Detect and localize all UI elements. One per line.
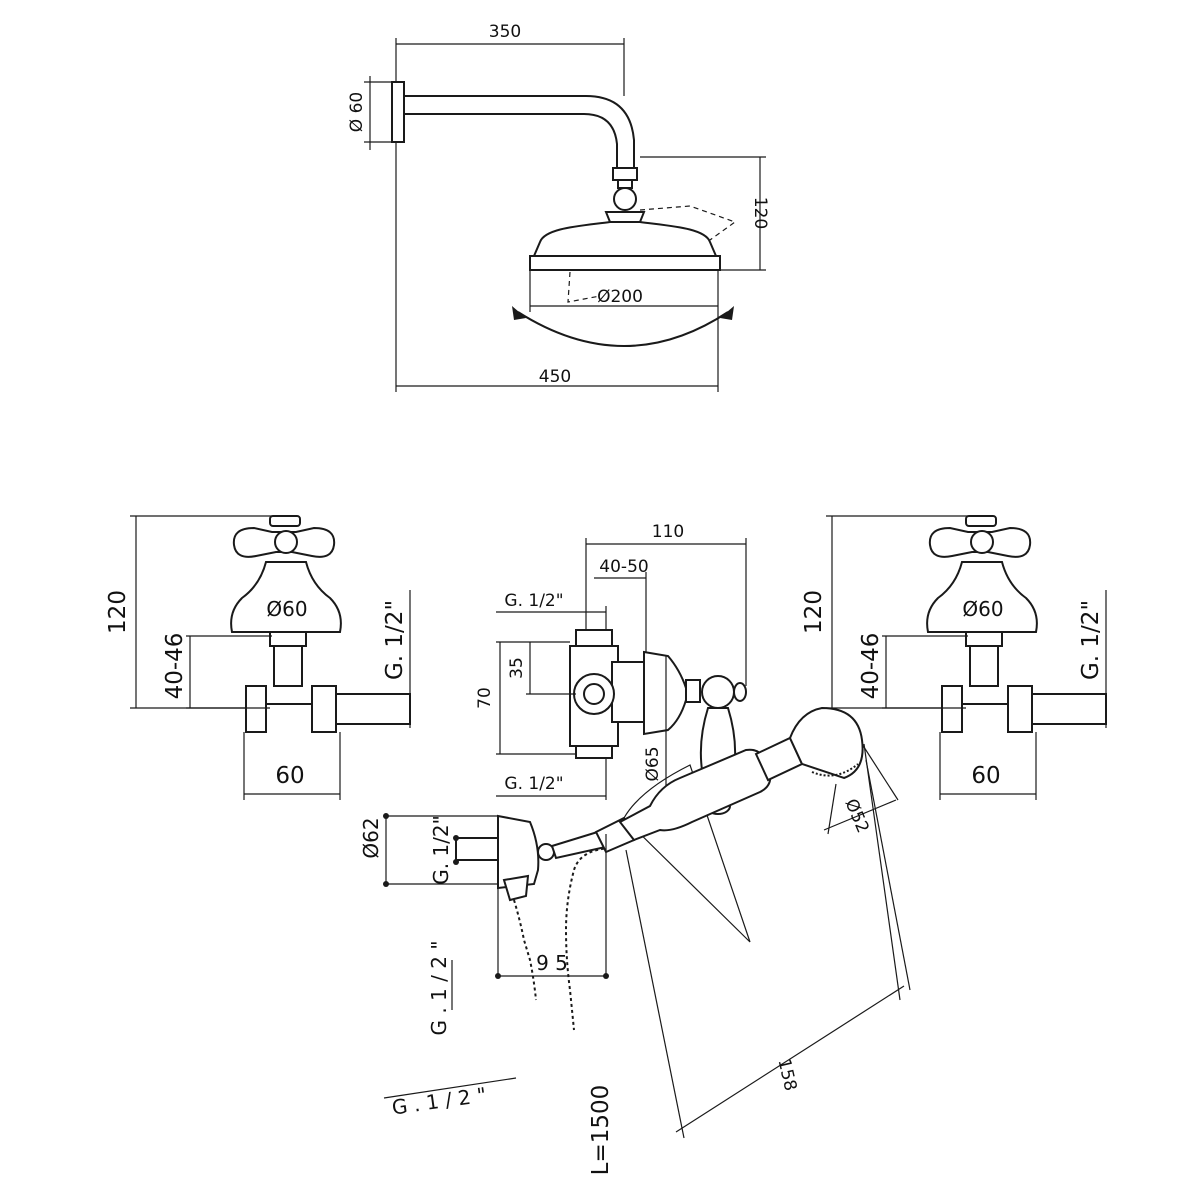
shower-head-bell (532, 221, 718, 257)
label-thread-bottom: G . 1 / 2 " (390, 1083, 487, 1120)
valve-stem (273, 645, 303, 687)
label-body-diameter: Ø60 (962, 597, 1003, 621)
label-wall-depth: 40-46 (858, 633, 884, 700)
ball-joint (613, 187, 637, 211)
label-thread: G. 1/2" (382, 600, 408, 680)
dim-dot-o62-bottom (383, 881, 389, 887)
pipe-fitting-right (1007, 685, 1033, 733)
label-flange-diameter: Ø 60 (347, 92, 367, 132)
tilt-outline-lower (567, 271, 601, 303)
valve-stem (969, 645, 999, 687)
bottom-outlet (575, 745, 613, 759)
arm-joint (612, 167, 638, 181)
bottom-hose-path (513, 899, 537, 1001)
label-thread-top: G . 1 / 2 " (427, 940, 451, 1035)
spindle (685, 679, 701, 703)
label-thread: G. 1/2" (1078, 600, 1104, 680)
handle-hub (970, 530, 994, 554)
top-outlet (575, 629, 613, 647)
pipe-thread (1031, 693, 1107, 725)
pipe-fitting-left (941, 685, 963, 733)
valve-right-diagram: Ø60 120 40-46 G. 1/2" 60 (801, 515, 1107, 800)
hand-shower-diagram: 9 5 G . 1 / 2 " Ø62 G. 1/2" G . 1 / 2 " … (359, 706, 911, 1176)
ext-line-o52-bottom (827, 783, 837, 835)
label-head-diameter: Ø52 (841, 796, 873, 836)
label-head-diameter: Ø200 (597, 287, 643, 307)
handle-cap (965, 515, 997, 527)
shower-arm-bottom (404, 113, 618, 168)
swivel-arrow-right (720, 306, 734, 320)
head-top-cap (604, 211, 646, 223)
label-thread-top: G. 1/2" (504, 591, 563, 611)
label-hose-length: L=1500 (588, 1085, 614, 1176)
handle-cap (269, 515, 301, 527)
arm-nut (617, 179, 633, 189)
rosette (643, 650, 687, 736)
pipe-thread (335, 693, 411, 725)
ext-line-158-right (865, 759, 911, 991)
label-350: 350 (489, 22, 521, 42)
label-diverter-depth: 110 (652, 522, 684, 542)
label-bracket-depth: 9 5 (536, 951, 568, 975)
label-body-diameter: Ø60 (266, 597, 307, 621)
lever-end-cap (733, 682, 747, 702)
wall-flange (391, 81, 405, 143)
valve-body (926, 561, 1038, 633)
pipe-fitting-right (311, 685, 337, 733)
handle-hub (274, 530, 298, 554)
valve-stem-nut (269, 631, 307, 647)
center-port-inner (583, 683, 605, 705)
label-valve-width: 60 (275, 763, 304, 789)
dim-dot-thread-mid-top (453, 835, 459, 841)
handle-guide (623, 764, 751, 943)
shower-arm-top (404, 95, 635, 168)
diverter-diagram: 110 40-50 G. 1/2" 70 35 Ø65 G. 1/2" (475, 522, 747, 815)
hand-shower-head (788, 706, 864, 780)
valve-body (230, 561, 342, 633)
label-flange-diameter: Ø62 (359, 817, 383, 858)
label-450: 450 (539, 367, 571, 387)
ext-line-o52-top (861, 743, 899, 801)
leader-thread-bottom (383, 1077, 517, 1099)
spray-face (811, 763, 859, 777)
label-diverter-height: 70 (475, 687, 495, 709)
pipe-fitting-left (245, 685, 267, 733)
label-rosette-diameter: Ø65 (643, 746, 663, 781)
dim-line-o52 (823, 799, 897, 831)
label-valve-width: 60 (971, 763, 1000, 789)
valve-stem-nut (965, 631, 1003, 647)
tilt-outline (639, 205, 737, 241)
label-thread-mid: G. 1/2" (429, 815, 453, 885)
label-thread-bottom: G. 1/2" (504, 774, 563, 794)
label-valve-height: 120 (105, 590, 131, 634)
label-spacing: 35 (507, 657, 527, 679)
swivel-arrow-left (512, 306, 526, 320)
hose-outlet (502, 874, 530, 902)
ext-line-158-left (625, 849, 685, 1139)
dim-line-158 (675, 985, 905, 1133)
shower-head-face (529, 255, 721, 271)
shower-head-diagram: 350 Ø 60 120 Ø200 450 (347, 22, 770, 392)
label-wall-depth: 40-50 (599, 557, 648, 577)
wall-pipe (455, 837, 499, 861)
swivel-arc (517, 311, 729, 347)
label-handle-length: 158 (773, 1057, 800, 1093)
ext-line-o52-side (863, 743, 901, 1001)
flex-hose (564, 847, 611, 1031)
lever-hub (701, 675, 735, 709)
label-valve-height: 120 (801, 590, 827, 634)
label-head-height: 120 (750, 197, 770, 229)
dim-dot-thread-mid-bottom (453, 859, 459, 865)
side-connector (611, 661, 645, 723)
dim-dot-o62-top (383, 813, 389, 819)
valve-left-diagram: Ø60 120 40-46 G. 1/2" 60 (105, 515, 411, 800)
label-wall-depth: 40-46 (162, 633, 188, 700)
